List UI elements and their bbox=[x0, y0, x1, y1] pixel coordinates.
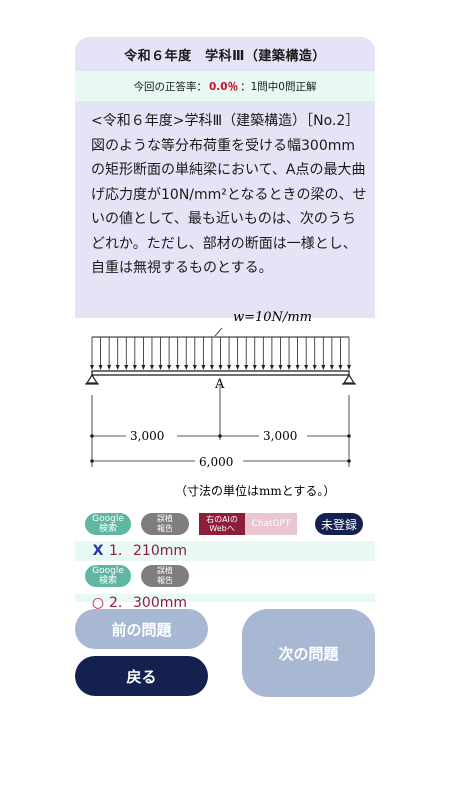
choice-text: 210mm bbox=[133, 543, 187, 559]
load-arrow-head bbox=[192, 365, 197, 370]
report-label-2: 報告 bbox=[157, 576, 173, 585]
load-arrow-head bbox=[329, 365, 334, 370]
load-arrow-head bbox=[304, 365, 309, 370]
point-a-label: A bbox=[214, 377, 225, 392]
rate-value: 0.0％ bbox=[209, 80, 239, 93]
question-text: <令和６年度>学科Ⅲ（建築構造）［No.2］図のような等分布荷重を受ける幅300… bbox=[75, 101, 375, 318]
rate-prefix: 今回の正答率： bbox=[133, 80, 208, 93]
load-arrow-head bbox=[347, 365, 351, 370]
correct-mark-icon: ○ bbox=[91, 595, 105, 611]
report-typo-button[interactable]: 誤植報告 bbox=[141, 565, 189, 587]
page-title: 令和６年度 学科Ⅲ（建築構造） bbox=[75, 37, 375, 71]
load-arrow-head bbox=[132, 365, 137, 370]
load-arrow-head bbox=[115, 365, 120, 370]
report-label: 誤植 bbox=[157, 566, 173, 575]
load-arrow-head bbox=[278, 365, 283, 370]
load-arrow-head bbox=[184, 365, 189, 370]
question-card: 令和６年度 学科Ⅲ（建築構造） 今回の正答率： 0.0％ ：1問中0問正解 <令… bbox=[75, 37, 375, 318]
load-arrow-head bbox=[269, 365, 274, 370]
load-arrow-head bbox=[98, 365, 103, 370]
choice-number: 2. bbox=[109, 595, 123, 611]
rate-suffix: ：1問中0問正解 bbox=[240, 80, 317, 93]
choice-item[interactable]: X 1. 210mm bbox=[75, 541, 375, 561]
wrong-mark-icon: X bbox=[92, 543, 104, 559]
right-support-icon bbox=[342, 373, 356, 384]
load-arrow-head bbox=[124, 365, 129, 370]
load-arrow-head bbox=[244, 365, 249, 370]
load-arrow-head bbox=[227, 365, 232, 370]
dim-total-label: 6,000 bbox=[199, 455, 233, 469]
prev-question-button[interactable]: 前の問題 bbox=[75, 609, 208, 649]
choice-item[interactable]: ○ 2. 300mm bbox=[75, 594, 375, 611]
load-label: w=10N/mm bbox=[233, 310, 312, 325]
load-arrow-head bbox=[252, 365, 257, 370]
load-arrow-head bbox=[209, 365, 214, 370]
dim-dot bbox=[218, 434, 222, 438]
load-arrow-head bbox=[90, 365, 94, 370]
beam bbox=[91, 370, 350, 376]
load-arrow-head bbox=[287, 365, 292, 370]
unregistered-button[interactable]: 未登録 bbox=[315, 513, 363, 535]
load-arrow-head bbox=[107, 365, 112, 370]
choice-text: 300mm bbox=[133, 595, 187, 611]
load-arrow-head bbox=[158, 365, 163, 370]
choice-number: 1. bbox=[109, 543, 123, 559]
load-arrow-head bbox=[312, 365, 317, 370]
google-label-2: 検索 bbox=[98, 524, 117, 534]
score-summary: 今回の正答率： 0.0％ ：1問中0問正解 bbox=[75, 71, 375, 101]
load-arrow-head bbox=[201, 365, 206, 370]
dim-left-label: 3,000 bbox=[130, 429, 164, 443]
load-arrow-head bbox=[338, 365, 343, 370]
chatgpt-label: ChatGPT bbox=[245, 513, 297, 535]
dim-right-label: 3,000 bbox=[263, 429, 297, 443]
back-button[interactable]: 戻る bbox=[75, 656, 208, 696]
report-label: 誤植 bbox=[157, 514, 173, 523]
load-arrow-head bbox=[295, 365, 300, 370]
load-arrows bbox=[90, 337, 351, 370]
dim-dot bbox=[90, 434, 94, 438]
load-arrow-head bbox=[321, 365, 326, 370]
google-label: Google bbox=[92, 514, 124, 524]
google-label: Google bbox=[92, 566, 124, 576]
ai-label: 右のAIの bbox=[206, 515, 238, 524]
report-label-2: 報告 bbox=[157, 524, 173, 533]
report-typo-button[interactable]: 誤植報告 bbox=[141, 513, 189, 535]
dim-dot bbox=[90, 459, 94, 463]
dim-dot bbox=[347, 434, 351, 438]
dim-dot bbox=[347, 459, 351, 463]
beam-diagram: w=10N/mm A 3,000 3,000 6,000 （寸法の単位はmmとす… bbox=[85, 310, 356, 498]
load-arrow-head bbox=[167, 365, 172, 370]
next-question-button[interactable]: 次の問題 bbox=[242, 609, 375, 697]
google-label-2: 検索 bbox=[98, 576, 117, 586]
load-arrow-head bbox=[218, 365, 223, 370]
load-arrow-head bbox=[235, 365, 240, 370]
ai-label-2: Webへ bbox=[209, 524, 235, 533]
load-arrow-head bbox=[261, 365, 266, 370]
load-arrow-head bbox=[175, 365, 180, 370]
load-arrow-head bbox=[141, 365, 146, 370]
left-support-icon bbox=[85, 373, 99, 384]
load-arrow-head bbox=[149, 365, 154, 370]
units-note: （寸法の単位はmmとする。） bbox=[175, 483, 335, 498]
load-leader-line bbox=[214, 327, 223, 337]
